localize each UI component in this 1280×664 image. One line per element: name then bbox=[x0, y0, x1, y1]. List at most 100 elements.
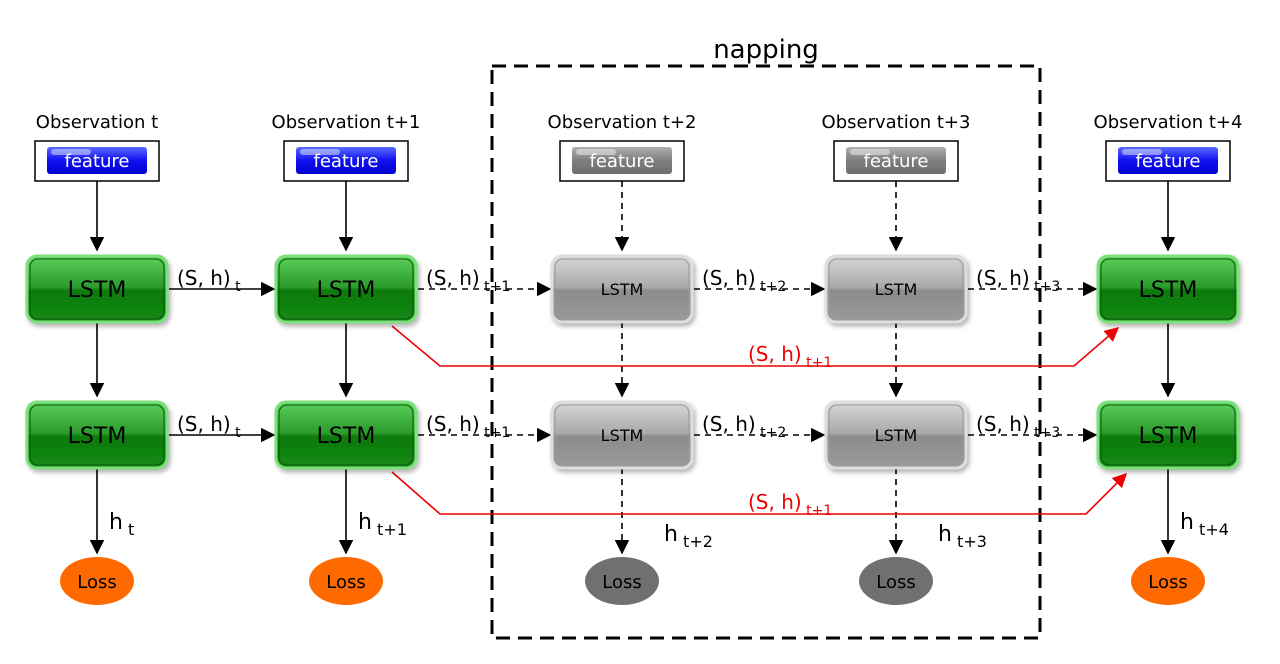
lstm-label: LSTM bbox=[601, 280, 644, 299]
skip-label-0-base: (S, h) bbox=[748, 342, 802, 366]
state-label-bottom-0: (S, h) t bbox=[177, 412, 241, 441]
feature-label: feature bbox=[65, 151, 130, 172]
lstm-box-inner-border bbox=[1100, 258, 1236, 320]
state-label-bottom-3-subscript: t+3 bbox=[1030, 425, 1061, 441]
observation-label: Observation t+4 bbox=[1094, 112, 1243, 133]
skip-label-0: (S, h) t+1 bbox=[748, 342, 832, 371]
lstm-box-bottom bbox=[824, 400, 968, 470]
napping-region bbox=[490, 64, 1042, 640]
state-label-bottom-0-base: (S, h) bbox=[177, 412, 231, 436]
lstm-box-inner-border bbox=[554, 258, 690, 320]
lstm-box-inner-border bbox=[278, 404, 414, 466]
state-label-bottom-1-base: (S, h) bbox=[426, 412, 480, 436]
loss-label: Loss bbox=[602, 572, 641, 593]
hidden-output-label-base: h bbox=[358, 510, 372, 535]
state-label-top-0: (S, h) t bbox=[177, 266, 241, 295]
state-label-bottom-1-subscript: t+1 bbox=[480, 425, 511, 441]
skip-connection-arrow bbox=[391, 325, 1120, 367]
feature-block bbox=[47, 147, 147, 174]
hidden-output-label-base: h bbox=[109, 510, 123, 535]
observation-label: Observation t bbox=[36, 112, 158, 133]
loss-node bbox=[1131, 557, 1205, 605]
hidden-output-label-base: h bbox=[664, 522, 678, 547]
feature-block bbox=[846, 147, 946, 174]
skip-label-1-subscript: t+1 bbox=[802, 503, 833, 519]
hidden-output-label-subscript: t+4 bbox=[1194, 520, 1229, 539]
feature-gloss bbox=[51, 149, 91, 155]
hidden-output-label: h t+3 bbox=[938, 522, 987, 551]
loss-node bbox=[585, 557, 659, 605]
lstm-box-top bbox=[25, 254, 169, 324]
feature-label: feature bbox=[590, 151, 655, 172]
loss-label: Loss bbox=[876, 572, 915, 593]
lstm-label: LSTM bbox=[68, 278, 127, 303]
loss-node bbox=[60, 557, 134, 605]
hidden-output-label-subscript: t+1 bbox=[372, 520, 407, 539]
skip-label-0-subscript: t+1 bbox=[802, 355, 833, 371]
loss-node bbox=[309, 557, 383, 605]
state-label-top-3-base: (S, h) bbox=[976, 266, 1030, 290]
loss-label: Loss bbox=[77, 572, 116, 593]
feature-block bbox=[572, 147, 672, 174]
state-label-top-0-base: (S, h) bbox=[177, 266, 231, 290]
feature-label: feature bbox=[864, 151, 929, 172]
skip-connection-arrow bbox=[391, 471, 1128, 515]
state-label-top-2-subscript: t+2 bbox=[756, 279, 787, 295]
observation-label: Observation t+3 bbox=[822, 112, 971, 133]
state-label-top-3: (S, h) t+3 bbox=[976, 266, 1060, 295]
feature-gloss bbox=[576, 149, 616, 155]
feature-gloss bbox=[300, 149, 340, 155]
lstm-box-top bbox=[274, 254, 418, 324]
lstm-box-inner-border bbox=[29, 404, 165, 466]
hidden-output-label-base: h bbox=[1180, 510, 1194, 535]
lstm-label: LSTM bbox=[875, 280, 918, 299]
hidden-output-label: h t+1 bbox=[358, 510, 407, 539]
hidden-output-label-subscript: t bbox=[123, 520, 134, 539]
state-label-bottom-1: (S, h) t+1 bbox=[426, 412, 510, 441]
state-label-top-1-subscript: t+1 bbox=[480, 279, 511, 295]
lstm-label: LSTM bbox=[68, 424, 127, 449]
feature-label: feature bbox=[314, 151, 379, 172]
observation-label: Observation t+2 bbox=[548, 112, 697, 133]
state-label-bottom-0-subscript: t bbox=[231, 425, 241, 441]
state-label-top-2: (S, h) t+2 bbox=[702, 266, 786, 295]
skip-label-1: (S, h) t+1 bbox=[748, 490, 832, 519]
lstm-box-inner-border bbox=[828, 258, 964, 320]
lstm-label: LSTM bbox=[875, 426, 918, 445]
hidden-output-label: h t bbox=[109, 510, 134, 539]
lstm-box-top bbox=[550, 254, 694, 324]
napping-title: napping bbox=[713, 35, 819, 65]
state-label-bottom-2-base: (S, h) bbox=[702, 412, 756, 436]
state-label-bottom-3-base: (S, h) bbox=[976, 412, 1030, 436]
lstm-label: LSTM bbox=[317, 424, 376, 449]
state-label-bottom-2: (S, h) t+2 bbox=[702, 412, 786, 441]
hidden-output-label: h t+2 bbox=[664, 522, 713, 551]
feature-block bbox=[1118, 147, 1218, 174]
feature-block bbox=[296, 147, 396, 174]
lstm-label: LSTM bbox=[1139, 424, 1198, 449]
hidden-output-label-base: h bbox=[938, 522, 952, 547]
lstm-box-inner-border bbox=[278, 258, 414, 320]
observation-label: Observation t+1 bbox=[272, 112, 421, 133]
lstm-box-top bbox=[824, 254, 968, 324]
loss-label: Loss bbox=[1148, 572, 1187, 593]
lstm-box-bottom bbox=[274, 400, 418, 470]
lstm-box-inner-border bbox=[29, 258, 165, 320]
feature-gloss bbox=[850, 149, 890, 155]
hidden-output-label-subscript: t+2 bbox=[678, 532, 713, 551]
feature-label: feature bbox=[1136, 151, 1201, 172]
skip-label-1-base: (S, h) bbox=[748, 490, 802, 514]
state-label-top-2-base: (S, h) bbox=[702, 266, 756, 290]
lstm-label: LSTM bbox=[317, 278, 376, 303]
state-label-bottom-3: (S, h) t+3 bbox=[976, 412, 1060, 441]
state-label-top-3-subscript: t+3 bbox=[1030, 279, 1061, 295]
state-label-top-1: (S, h) t+1 bbox=[426, 266, 510, 295]
hidden-output-label-subscript: t+3 bbox=[952, 532, 987, 551]
lstm-box-bottom bbox=[25, 400, 169, 470]
state-label-top-1-base: (S, h) bbox=[426, 266, 480, 290]
feature-gloss bbox=[1122, 149, 1162, 155]
hidden-output-label: h t+4 bbox=[1180, 510, 1229, 539]
lstm-label: LSTM bbox=[1139, 278, 1198, 303]
state-label-bottom-2-subscript: t+2 bbox=[756, 425, 787, 441]
